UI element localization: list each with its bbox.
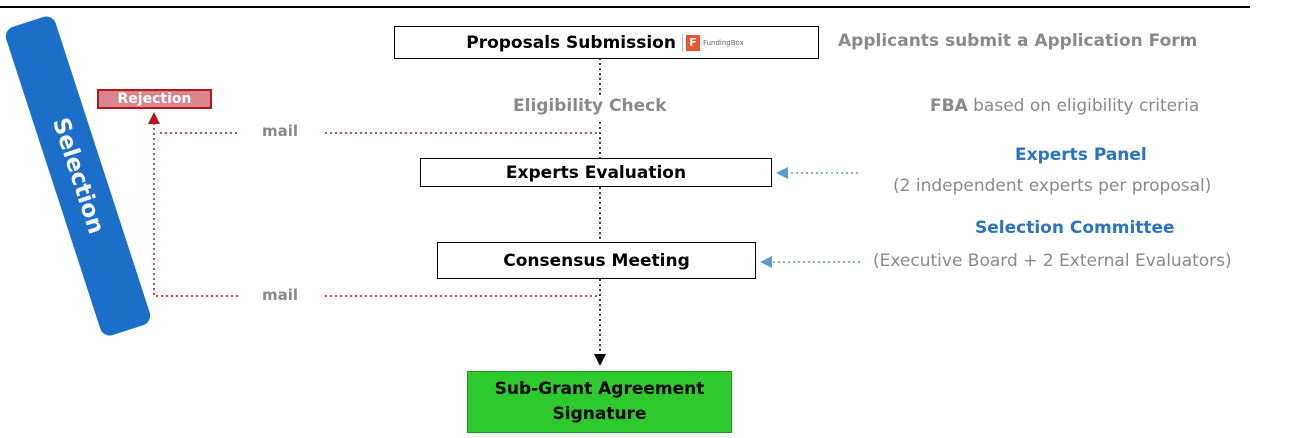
sub-grant-agreement-box: Sub-Grant Agreement Signature — [467, 371, 732, 433]
fba-rest: based on eligibility criteria — [973, 96, 1200, 116]
selection-committee-detail: (Executive Board + 2 External Evaluators… — [873, 251, 1232, 271]
experts-panel-detail: (2 independent experts per proposal) — [893, 176, 1212, 196]
rejection-box: Rejection — [97, 89, 212, 109]
fundingbox-logo: F FundingBox — [681, 33, 747, 52]
selection-committee-title: Selection Committee — [975, 218, 1175, 238]
sub-grant-label-line2: Signature — [552, 404, 647, 424]
experts-panel-title: Experts Panel — [1015, 145, 1147, 165]
sub-grant-label-line1: Sub-Grant Agreement — [494, 379, 705, 399]
applicants-description: Applicants submit a Application Form — [838, 31, 1198, 51]
consensus-meeting-label: Consensus Meeting — [503, 250, 690, 271]
mail-label-top: mail — [262, 122, 299, 140]
fba-bold: FBA — [930, 96, 968, 116]
consensus-meeting-box: Consensus Meeting — [437, 242, 756, 279]
fba-description: FBA based on eligibility criteria — [930, 96, 1199, 116]
rejection-label: Rejection — [117, 91, 192, 107]
input-arrows — [760, 167, 860, 268]
mail-label-bottom: mail — [262, 286, 299, 304]
fundingbox-logo-mark: F — [685, 34, 700, 51]
experts-evaluation-box: Experts Evaluation — [420, 158, 772, 187]
proposals-submission-label: Proposals Submission — [466, 32, 676, 53]
top-rule — [0, 6, 1250, 8]
fundingbox-logo-text: FundingBox — [702, 38, 744, 47]
experts-evaluation-label: Experts Evaluation — [505, 162, 687, 183]
proposals-submission-box: Proposals Submission F FundingBox — [394, 26, 819, 59]
rejection-lines — [148, 112, 598, 297]
eligibility-check-label: Eligibility Check — [513, 96, 667, 116]
